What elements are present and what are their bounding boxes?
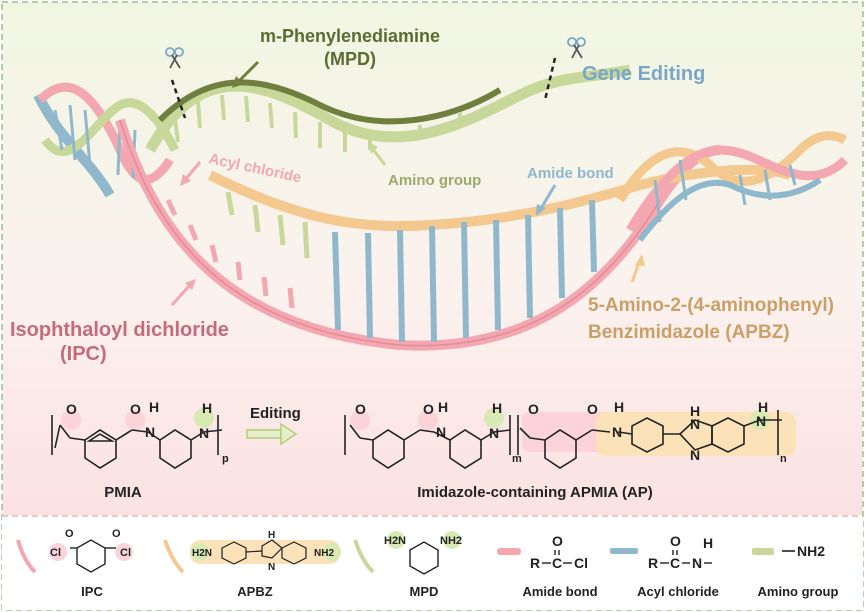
legend-label-amide-bond: Amide bond bbox=[522, 584, 597, 599]
ipc-label-line1: Isophthaloyl dichloride bbox=[10, 319, 229, 341]
atom-n: N bbox=[436, 424, 446, 440]
mpd-strand bbox=[145, 64, 632, 153]
atom-n: N bbox=[692, 555, 702, 571]
amino-group-label: Amino group bbox=[388, 172, 481, 189]
atom-h: H bbox=[614, 399, 624, 415]
mpd-label-line1: m-Phenylenediamine bbox=[260, 26, 440, 46]
subscript-m: m bbox=[512, 453, 522, 465]
apbz-label-line2: Benzimidazole (APBZ) bbox=[588, 322, 790, 343]
acyl-chloride-stubs bbox=[165, 198, 295, 309]
atom-o: O bbox=[66, 401, 77, 417]
atom-n: N bbox=[199, 425, 209, 441]
atom-cl: Cl bbox=[574, 555, 588, 571]
amino-stubs-lower bbox=[225, 191, 310, 259]
atom-n: N bbox=[489, 425, 499, 441]
atom-o: O bbox=[112, 528, 121, 540]
atom-o: O bbox=[65, 528, 74, 540]
atom-c: C bbox=[670, 555, 680, 571]
legend: Cl O O Cl IPC H2N H N NH2 APBZ bbox=[16, 528, 838, 599]
atom-o: O bbox=[528, 401, 539, 417]
atom-o: O bbox=[355, 401, 366, 417]
atom-h: H bbox=[703, 535, 713, 551]
atom-h: H bbox=[758, 399, 768, 415]
right-helix bbox=[616, 131, 849, 242]
atom-o: O bbox=[423, 401, 434, 417]
atom-h: H bbox=[149, 399, 159, 415]
cut-line-left bbox=[170, 79, 187, 119]
subscript-n: n bbox=[780, 453, 787, 465]
legend-item-apbz: H2N H N NH2 APBZ bbox=[163, 530, 341, 599]
amino-stubs-upper bbox=[173, 94, 462, 152]
atom-n: N bbox=[690, 447, 700, 463]
atom-n: N bbox=[756, 413, 766, 429]
apmia-name: Imidazole-containing APMIA (AP) bbox=[417, 484, 653, 501]
atom-o: O bbox=[587, 401, 598, 417]
atom-o: O bbox=[130, 401, 141, 417]
scissors-icon bbox=[567, 37, 586, 59]
atom-h2n: H2N bbox=[192, 548, 212, 559]
atom-cl: Cl bbox=[120, 547, 131, 559]
mpd-label-line2: (MPD) bbox=[324, 49, 376, 69]
legend-label-acyl-chloride: Acyl chloride bbox=[637, 584, 719, 599]
reaction-atom-labels: O O N H N H p O O N H N H m O O N H H N … bbox=[66, 399, 787, 465]
legend-item-ipc: Cl O O Cl IPC bbox=[16, 528, 133, 599]
legend-item-amide-bond: R C O Cl Amide bond bbox=[497, 533, 598, 599]
legend-item-acyl-chloride: R C O N H Acyl chloride bbox=[610, 533, 719, 599]
editing-arrow-label: Editing bbox=[250, 405, 301, 422]
legend-label-mpd: MPD bbox=[410, 584, 439, 599]
apmia-structure bbox=[344, 408, 796, 469]
atom-n: N bbox=[145, 424, 155, 440]
pmia-name: PMIA bbox=[104, 484, 142, 501]
legend-item-mpd: H2N NH2 MPD bbox=[353, 531, 462, 599]
atom-c: C bbox=[552, 555, 562, 571]
atom-h2n: H2N bbox=[384, 535, 406, 547]
cut-line-right bbox=[543, 57, 557, 101]
legend-label-amino-group: Amino group bbox=[758, 584, 839, 599]
atom-r: R bbox=[648, 555, 658, 571]
legend-item-amino-group: NH2 Amino group bbox=[752, 543, 838, 599]
ipc-label-line2: (IPC) bbox=[60, 343, 107, 365]
apbz-label-line1: 5-Amino-2-(4-aminophenyl) bbox=[588, 295, 834, 316]
atom-h: H bbox=[202, 400, 212, 416]
legend-panel bbox=[2, 516, 863, 610]
subscript-p: p bbox=[222, 453, 229, 465]
atom-n: N bbox=[612, 424, 622, 440]
atom-cl: Cl bbox=[50, 547, 61, 559]
atom-n: N bbox=[690, 416, 700, 432]
atom-nh2: NH2 bbox=[440, 535, 462, 547]
gene-editing-label: Gene Editing bbox=[582, 63, 705, 85]
legend-label-apbz: APBZ bbox=[237, 584, 272, 599]
pmia-structure bbox=[51, 408, 223, 469]
atom-n: N bbox=[268, 562, 275, 573]
atom-o: O bbox=[670, 533, 681, 549]
atom-r: R bbox=[530, 555, 540, 571]
amide-bond-rungs bbox=[332, 199, 597, 343]
legend-label-ipc: IPC bbox=[81, 584, 103, 599]
scissors-icon bbox=[165, 47, 184, 69]
atom-h: H bbox=[690, 403, 700, 419]
atom-o: O bbox=[552, 533, 563, 549]
atom-h: H bbox=[268, 530, 275, 541]
atom-h: H bbox=[492, 400, 502, 416]
atom-h: H bbox=[438, 399, 448, 415]
reaction-scheme bbox=[51, 408, 796, 469]
atom-nh2: NH2 bbox=[314, 548, 334, 559]
atom-nh2: NH2 bbox=[797, 543, 825, 559]
amide-bond-label: Amide bond bbox=[527, 165, 614, 182]
label-arrows bbox=[170, 60, 645, 307]
